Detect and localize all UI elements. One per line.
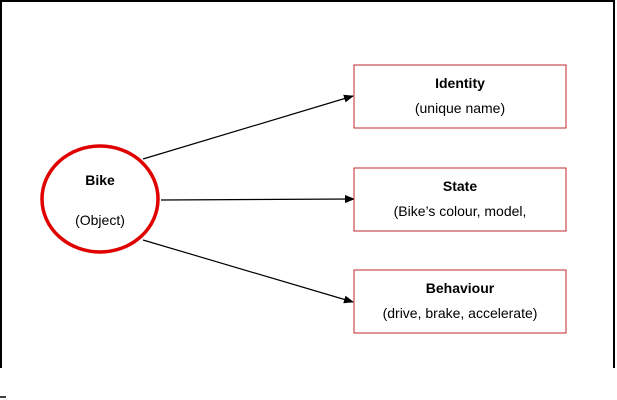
arrow-to-state bbox=[160, 195, 355, 204]
state-subtitle: (Bike’s colour, model, bbox=[393, 203, 527, 219]
object-subtitle: (Object) bbox=[75, 212, 125, 228]
object-title: Bike bbox=[85, 172, 115, 188]
identity-subtitle: (unique name) bbox=[414, 100, 506, 116]
state-title: State bbox=[442, 178, 478, 194]
state-box bbox=[353, 167, 567, 232]
behaviour-title: Behaviour bbox=[425, 280, 495, 296]
arrow-to-identity bbox=[142, 94, 354, 160]
identity-title: Identity bbox=[435, 75, 485, 91]
arrow-to-behaviour bbox=[142, 239, 354, 304]
object-circle bbox=[40, 144, 160, 254]
behaviour-subtitle: (drive, brake, accelerate) bbox=[382, 305, 538, 321]
behaviour-box bbox=[353, 269, 567, 334]
identity-box bbox=[353, 64, 567, 129]
